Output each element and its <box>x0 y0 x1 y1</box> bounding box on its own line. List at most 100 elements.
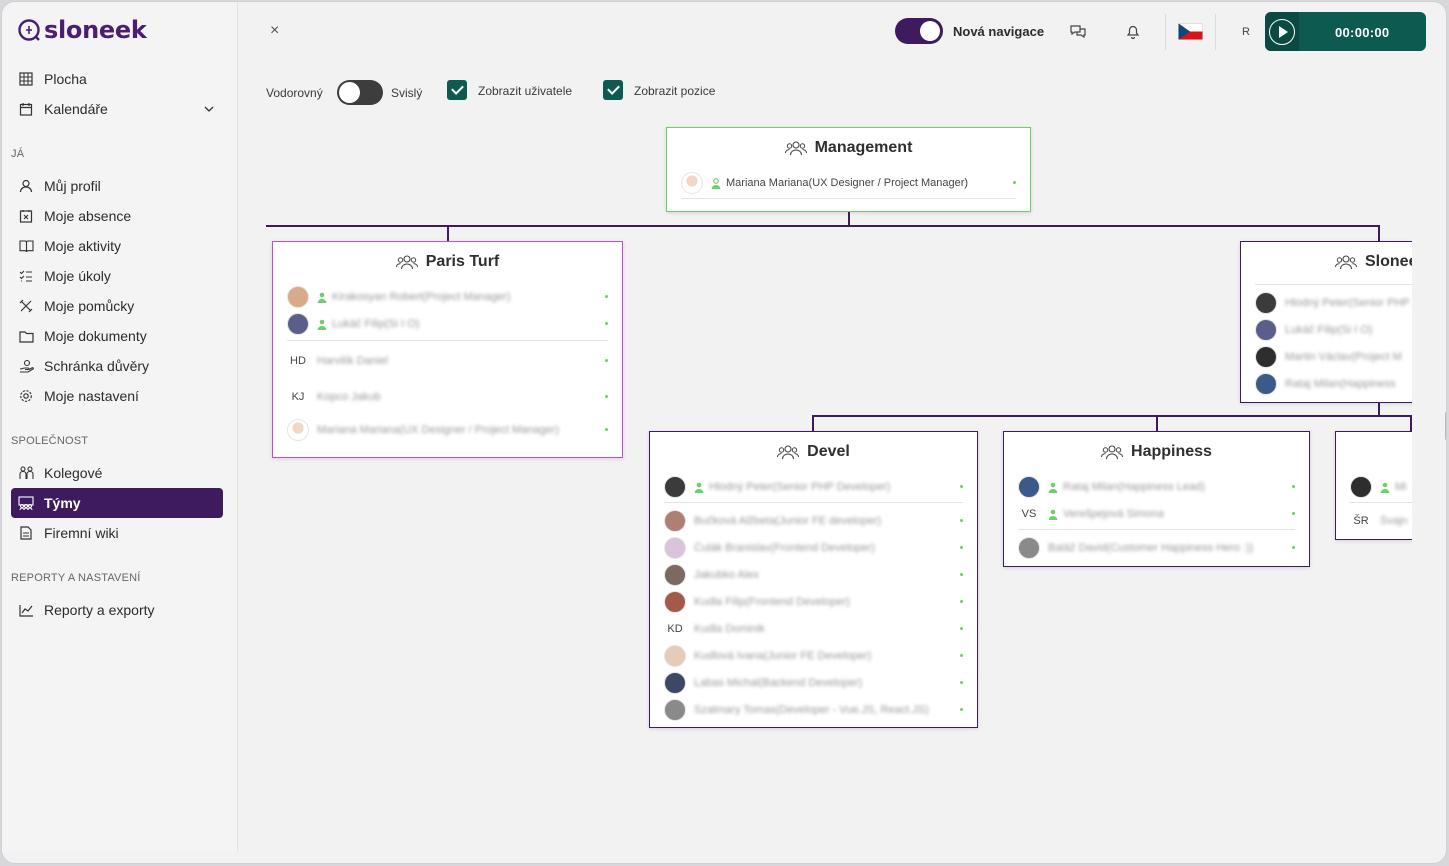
sidebar-item-tymy[interactable]: Týmy <box>11 488 223 518</box>
member-row[interactable]: Bučková Alžbeta(Junior FE developer) <box>664 509 963 533</box>
member-row[interactable]: Rataj Milan(Happiness Lead) <box>1018 475 1295 499</box>
team-card-paris-turf[interactable]: Paris Turf Kirakosyan Robert(Project Man… <box>272 241 623 458</box>
connector <box>447 225 449 241</box>
member-row[interactable]: KJ Kopco Jakub <box>287 385 608 409</box>
sidebar-item-moje-ukoly[interactable]: Moje úkoly <box>11 261 223 291</box>
sidebar-item-label: Schránka důvěry <box>44 358 150 374</box>
show-positions-checkbox[interactable] <box>603 80 623 100</box>
member-row[interactable]: Kirakosyan Robert(Project Manager) <box>287 285 608 309</box>
sidebar-item-plocha[interactable]: Plocha <box>11 64 223 94</box>
member-name: Čulák Branislav(Frontend Developer) <box>694 542 875 554</box>
avatar <box>1255 373 1277 395</box>
connector <box>812 415 814 431</box>
user-avatar[interactable]: R <box>1242 26 1250 38</box>
member-row[interactable]: Lukáč Filip(Si I O) <box>287 312 608 336</box>
sidebar-item-schranka-duvery[interactable]: Schránka důvěry <box>11 351 223 381</box>
member-row[interactable]: Baláž David(Customer Happiness Hero :)) <box>1018 536 1295 560</box>
member-row[interactable]: Szatmary Tomas(Developer - Vue.JS, React… <box>664 698 963 722</box>
timer-value: 00:00:00 <box>1335 25 1390 40</box>
member-row[interactable]: Hlodný Peter(Senior PHP <box>1255 291 1412 315</box>
avatar <box>1018 537 1040 559</box>
trust-box-icon <box>18 358 34 374</box>
member-row[interactable]: Kudla Filip(Frontend Developer) <box>664 590 963 614</box>
time-tracker[interactable]: 00:00:00 <box>1265 12 1426 51</box>
member-row[interactable]: Lukáč Filip(Si I O) <box>1255 318 1412 342</box>
member-row[interactable]: Mariana Mariana(UX Designer / Project Ma… <box>287 418 608 442</box>
sidebar-item-moje-pomucky[interactable]: Moje pomůcky <box>11 291 223 321</box>
sidebar-item-moje-nastaveni[interactable]: Moje nastavení <box>11 381 223 411</box>
team-icon <box>784 141 807 156</box>
bell-icon[interactable] <box>1124 22 1142 40</box>
member-row[interactable]: Jakubko Alex <box>664 563 963 587</box>
team-card-devel[interactable]: Devel Hlodný Peter(Senior PHP Developer)… <box>649 431 978 728</box>
sidebar-item-kolegove[interactable]: Kolegové <box>11 458 223 488</box>
avatar <box>287 286 309 308</box>
lead-icon <box>711 177 721 189</box>
book-icon <box>18 238 34 254</box>
sidebar-item-muj-profil[interactable]: Můj profil <box>11 171 223 201</box>
separator <box>681 198 1016 199</box>
tasks-icon <box>18 268 34 284</box>
sidebar-item-kalendare[interactable]: Kalendáře <box>11 94 223 124</box>
chevron-down-icon[interactable] <box>203 102 215 118</box>
member-name: Verešpejová Simona <box>1063 508 1164 520</box>
team-card-management[interactable]: Management Mariana Mariana(UX Designer /… <box>666 127 1031 212</box>
sidebar-item-moje-aktivity[interactable]: Moje aktivity <box>11 231 223 261</box>
avatar <box>664 645 686 667</box>
czech-flag-icon[interactable] <box>1178 23 1203 40</box>
member-row[interactable]: Mariana Mariana(UX Designer / Project Ma… <box>681 171 1016 195</box>
sidebar-item-label: Moje absence <box>44 208 132 224</box>
status-dot <box>605 322 608 325</box>
show-users-checkbox[interactable] <box>447 80 467 100</box>
member-row[interactable]: Martin Václav(Project M <box>1255 345 1412 369</box>
lead-icon <box>317 292 327 303</box>
member-row[interactable]: ŠR Švajn <box>1350 509 1412 533</box>
status-dot <box>960 573 963 576</box>
member-row[interactable]: Rataj Milan(Happiness <box>1255 372 1412 396</box>
chat-icon[interactable] <box>1069 22 1087 40</box>
member-name: Švajn <box>1380 515 1408 527</box>
member-name: Mariana Mariana(UX Designer / Project Ma… <box>317 424 560 436</box>
member-row[interactable]: Hlodný Peter(Senior PHP Developer) <box>664 475 963 499</box>
member-row[interactable]: HD Harvilík Daniel <box>287 349 608 373</box>
orientation-toggle[interactable] <box>337 80 383 105</box>
team-card-happiness[interactable]: Happiness Rataj Milan(Happiness Lead) VS… <box>1003 431 1310 567</box>
folder-icon <box>18 328 34 344</box>
team-card-partial[interactable]: Mi ŠR Švajn <box>1335 431 1412 540</box>
team-title: Management <box>814 139 913 156</box>
sidebar-item-moje-absence[interactable]: Moje absence <box>11 201 223 231</box>
scrollbar-handle[interactable] <box>1445 412 1446 440</box>
member-row[interactable]: Labas Michal(Backend Developer) <box>664 671 963 695</box>
nova-navigace-label: Nová navigace <box>953 24 1045 39</box>
member-row[interactable]: Čulák Branislav(Frontend Developer) <box>664 536 963 560</box>
member-row[interactable]: Mi <box>1350 475 1412 499</box>
sidebar-item-label: Moje dokumenty <box>44 328 147 344</box>
status-dot <box>960 519 963 522</box>
nova-navigace-toggle[interactable] <box>895 18 943 44</box>
gear-icon <box>18 388 34 404</box>
team-title: Devel <box>807 443 850 460</box>
member-name: Baláž David(Customer Happiness Hero :)) <box>1048 542 1254 554</box>
team-card-sloneek[interactable]: Sloneek Hlodný Peter(Senior PHP Lukáč Fi… <box>1240 241 1412 403</box>
close-button[interactable]: × <box>270 22 280 39</box>
sidebar-item-moje-dokumenty[interactable]: Moje dokumenty <box>11 321 223 351</box>
avatar-initials: VS <box>1018 503 1040 525</box>
status-dot <box>1292 512 1295 515</box>
horizontal-label: Vodorovný <box>266 86 323 100</box>
org-chart: Management Mariana Mariana(UX Designer /… <box>2 2 1412 852</box>
sloneek-logo[interactable]: sloneek <box>16 16 147 44</box>
team-icon <box>1101 445 1124 460</box>
play-icon[interactable] <box>1269 19 1295 45</box>
sidebar-item-firemni-wiki[interactable]: Firemní wiki <box>11 518 223 548</box>
member-row[interactable]: Kudlová Ivana(Junior FE Developer) <box>664 644 963 668</box>
lead-icon <box>1048 482 1058 493</box>
avatar-initials: HD <box>287 350 309 372</box>
lead-icon <box>1380 482 1390 493</box>
member-row[interactable]: VS Verešpejová Simona <box>1018 502 1295 526</box>
sidebar-item-reporty[interactable]: Reporty a exporty <box>11 595 223 625</box>
separator <box>1018 529 1295 530</box>
avatar <box>664 564 686 586</box>
member-name: Szatmary Tomas(Developer - Vue.JS, React… <box>694 704 929 716</box>
avatar-initials: KJ <box>287 386 309 408</box>
